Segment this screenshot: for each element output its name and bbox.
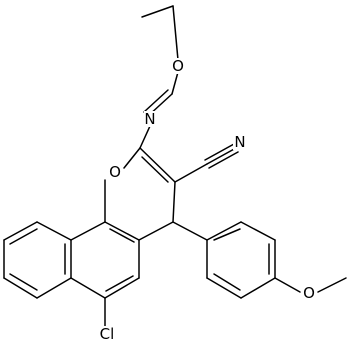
bond-ph4-ph5 xyxy=(240,277,276,299)
atom-o-methoxy: O xyxy=(301,284,316,302)
bond-c-n-triple-1 xyxy=(206,147,237,165)
atom-cl: Cl xyxy=(96,325,118,343)
bond-n-c2 xyxy=(139,125,151,149)
atom-o-methoxy-label: O xyxy=(303,284,315,302)
bond-ethyl-ch3-ch2 xyxy=(141,5,174,18)
bond-c5-c6 xyxy=(104,277,140,299)
bond-o-ch3 xyxy=(317,277,347,293)
bond-c4-c4a xyxy=(138,221,174,241)
bond-c5-c6-inner xyxy=(105,275,134,292)
bond-c8-c7 xyxy=(3,277,38,299)
atom-n-imine-label: N xyxy=(144,110,155,128)
bond-ph2-ph3 xyxy=(240,221,276,241)
bond-c10a-c10b xyxy=(70,221,106,241)
bond-ph5-ph6-inner xyxy=(213,273,241,291)
bond-c2-o1 xyxy=(123,147,141,169)
atom-cl-label: Cl xyxy=(100,325,115,343)
bond-c4-ph xyxy=(172,221,208,241)
bond-o-ch xyxy=(171,71,179,95)
bond-c7-c6a xyxy=(36,277,72,299)
bond-c10b-c4a-inner xyxy=(109,228,135,243)
bond-c3-c4 xyxy=(172,181,176,223)
bond-c-n-triple-3 xyxy=(208,151,239,169)
bond-c3-cn xyxy=(174,163,208,183)
atom-o-ethoxy: O xyxy=(171,57,186,75)
bond-ph1-ph2-inner xyxy=(213,228,241,241)
atom-o-pyran-label: O xyxy=(109,163,121,181)
bond-c10a-c10 xyxy=(36,221,72,241)
bond-c8-c7-inner xyxy=(9,273,38,291)
bond-ph4-o xyxy=(274,277,301,293)
atom-n-nitrile: N xyxy=(233,133,248,151)
bond-c2-c3-double-2 xyxy=(141,156,169,183)
bond-c10-c9-inner xyxy=(9,228,38,245)
bond-c2-c3-double xyxy=(139,147,176,183)
atom-n-imine: N xyxy=(144,110,157,128)
bond-ch-n-double-2 xyxy=(143,89,169,113)
bond-ethyl-ch2-o xyxy=(172,5,179,61)
atom-n-nitrile-label: N xyxy=(234,133,245,151)
atom-o-ethoxy-label: O xyxy=(172,57,184,75)
bond-c10-c9 xyxy=(3,221,38,241)
bond-c6-c6a xyxy=(70,277,106,299)
bond-ph1-ph2 xyxy=(206,221,242,241)
bond-c10b-c4a xyxy=(104,221,140,241)
bond-ph5-ph6 xyxy=(206,277,242,299)
bond-c-n-triple-2 xyxy=(204,143,235,161)
atom-o-pyran: O xyxy=(108,163,123,181)
